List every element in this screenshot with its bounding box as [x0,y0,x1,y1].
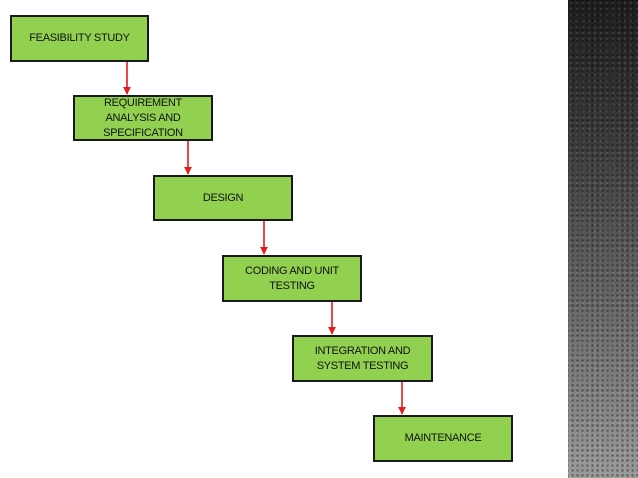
step-maintenance: MAINTENANCE [373,415,513,462]
step-requirement-analysis: REQUIREMENT ANALYSIS AND SPECIFICATION [73,95,213,141]
step-label: DESIGN [202,191,244,204]
step-feasibility-study: FEASIBILITY STUDY [10,15,149,62]
step-design: DESIGN [153,175,293,221]
step-integration-system-testing: INTEGRATION AND SYSTEM TESTING [292,335,433,382]
decorative-side-panel [568,0,638,478]
step-coding-unit-testing: CODING AND UNIT TESTING [222,255,362,302]
step-label: MAINTENANCE [404,432,482,444]
step-label: REQUIREMENT ANALYSIS AND SPECIFICATION [103,96,183,139]
step-label: FEASIBILITY STUDY [29,32,130,44]
connector-arrows [123,62,406,415]
step-label: CODING AND UNIT TESTING [245,264,339,292]
step-label: INTEGRATION AND SYSTEM TESTING [314,344,411,372]
